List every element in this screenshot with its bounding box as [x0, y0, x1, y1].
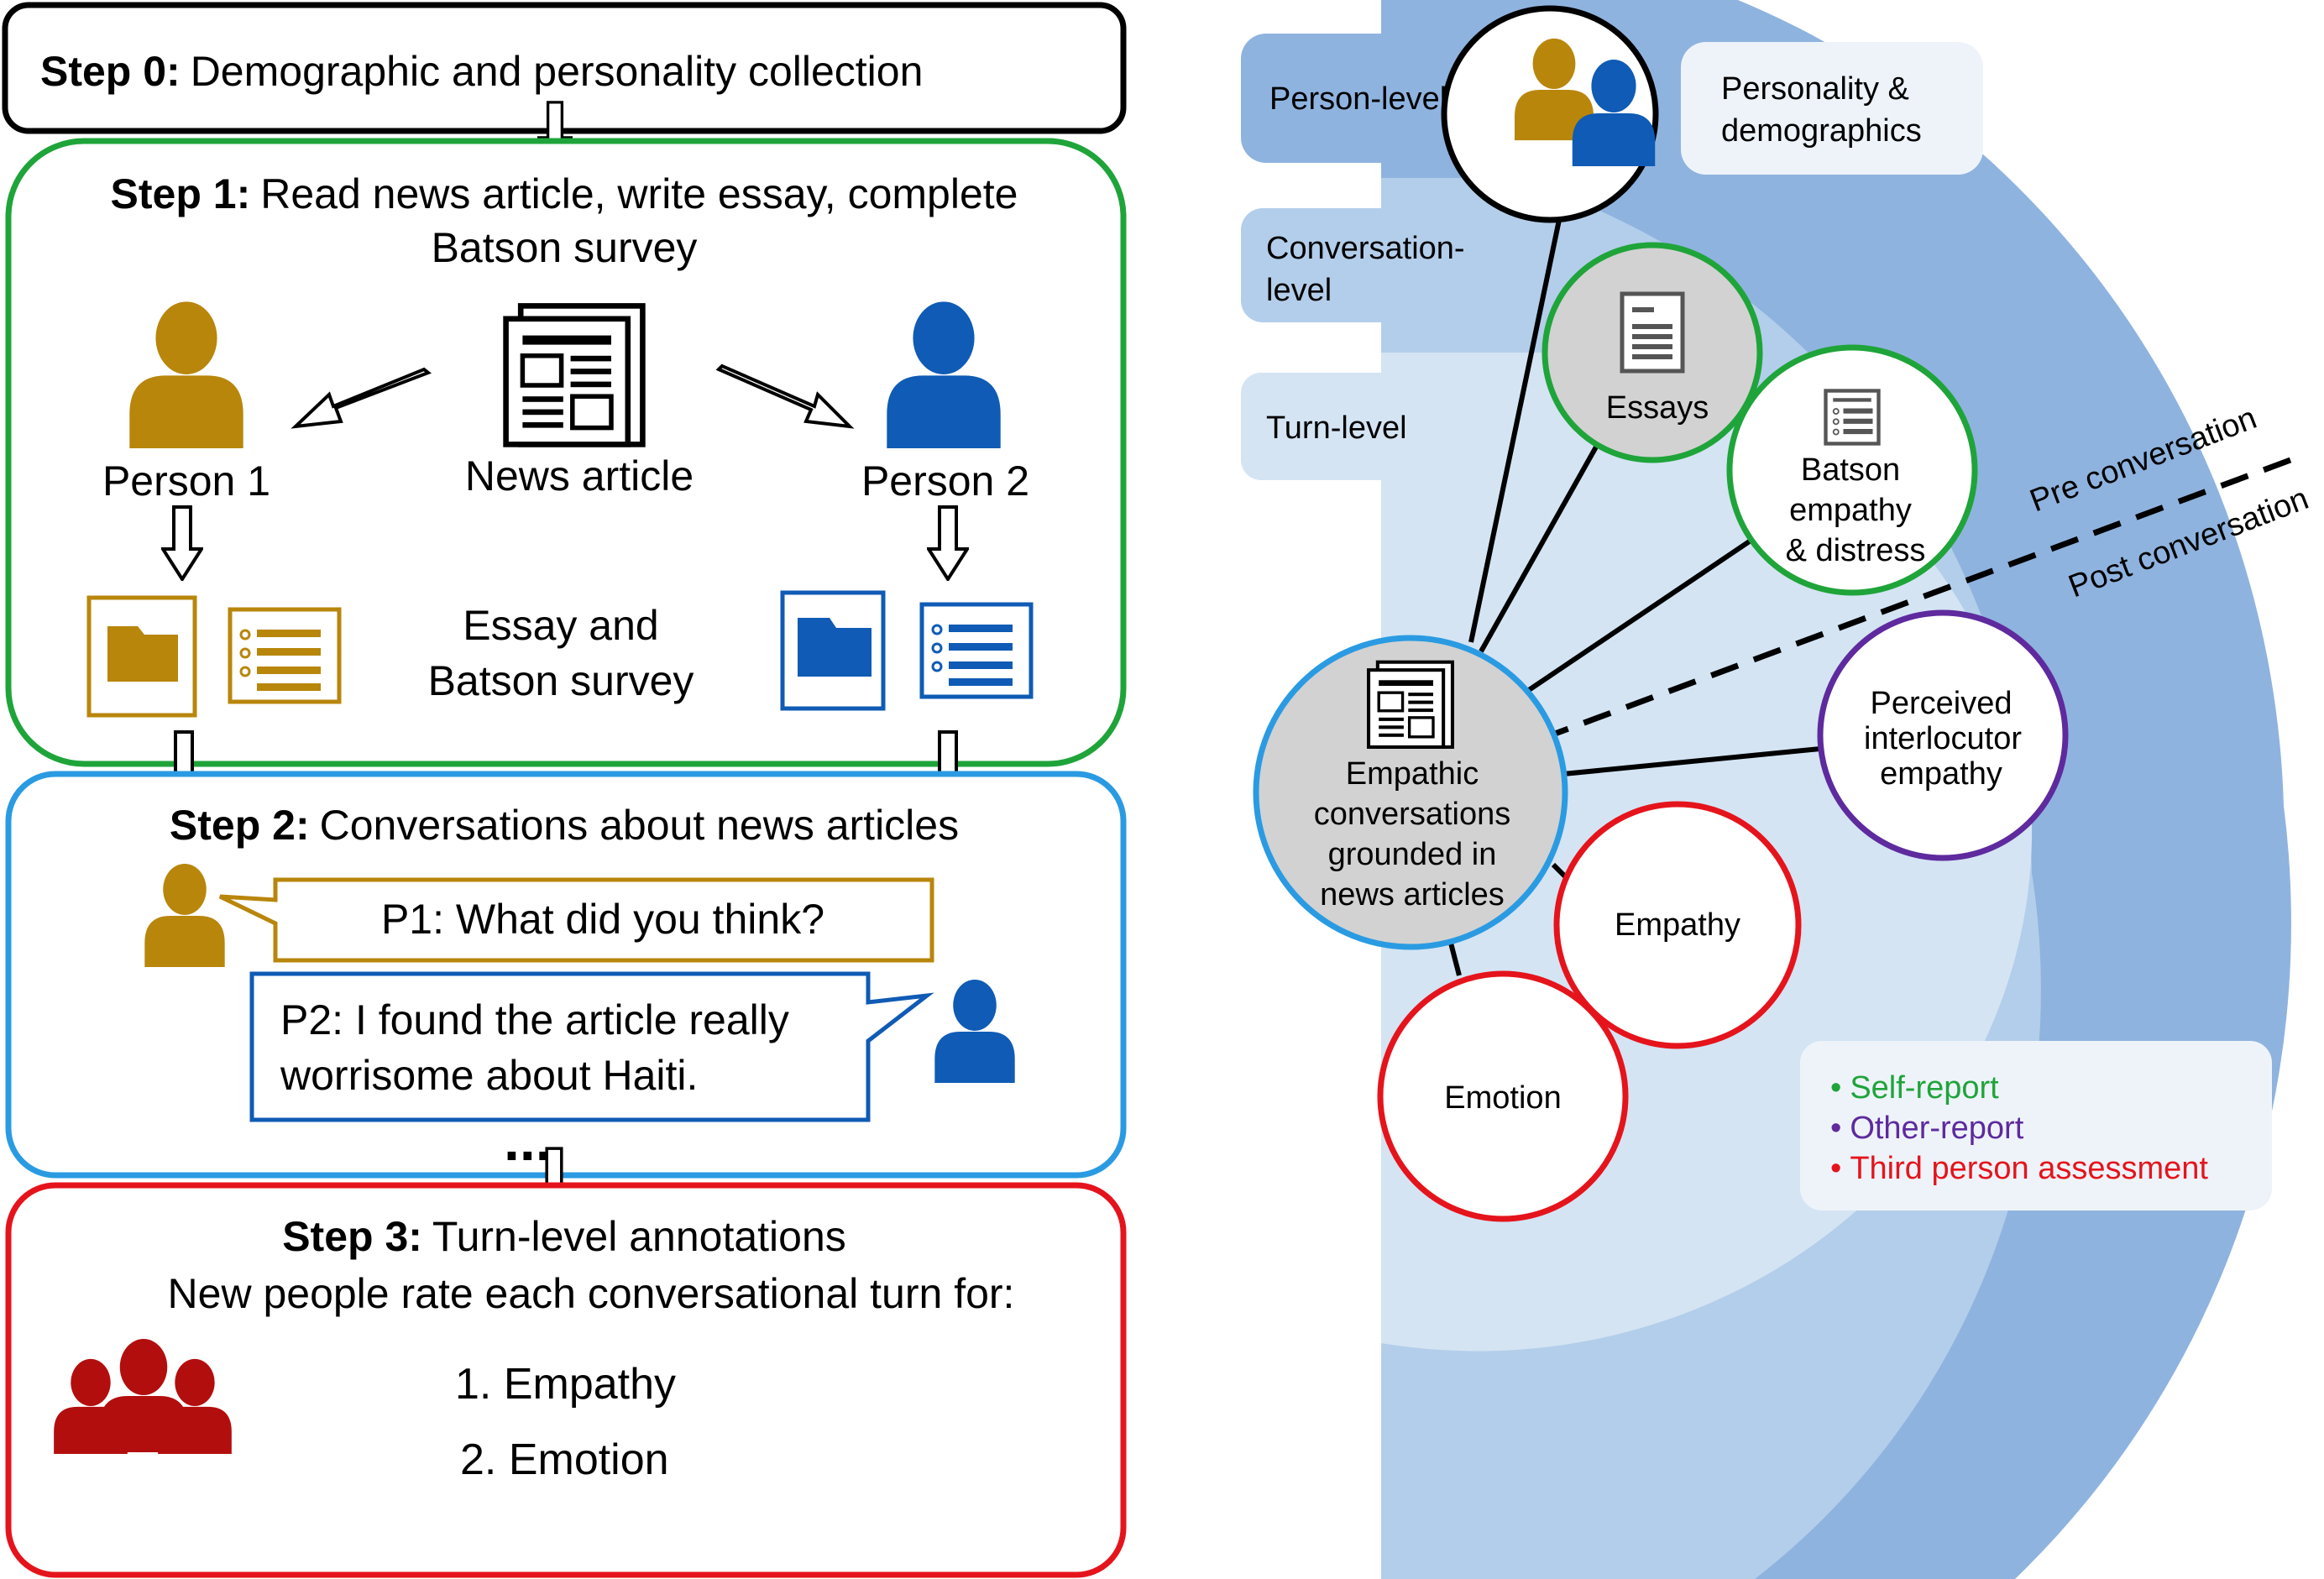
newspaper-icon — [1369, 662, 1452, 747]
perceived-label-line3: empathy — [1880, 756, 2002, 792]
node-essays: Essays — [1541, 242, 1763, 463]
node-personality — [1441, 5, 1659, 223]
step1-label: Step 1: — [111, 170, 251, 217]
node-batson: Batson empathy & distress — [1726, 344, 1978, 596]
step3-box: Step 3:Turn-level annotations New people… — [5, 1182, 1127, 1578]
survey-list-icon — [919, 602, 1034, 699]
folder-icon — [86, 595, 197, 718]
svg-text:•Other-report: • Other-report — [1830, 1111, 2024, 1146]
survey-list-icon — [1826, 391, 1879, 444]
bubble1-text: P1: What did you think? — [381, 896, 824, 943]
essay-label-line1: Essay and — [463, 602, 658, 649]
step0-label: Step 0: — [40, 48, 181, 95]
newspaper-icon — [506, 306, 643, 444]
step3-label: Step 3: — [282, 1213, 422, 1260]
node-emotion: Emotion — [1377, 970, 1629, 1222]
arrow-to-person1 — [290, 367, 432, 429]
essay-label-line2: Batson survey — [428, 657, 694, 704]
personality-label-line2: demographics — [1721, 113, 1922, 149]
speech-bubble-p1: P1: What did you think? — [218, 877, 934, 963]
step3-subtitle: New people rate each conversational turn… — [168, 1270, 1015, 1317]
step2-text: Conversations about news articles — [320, 802, 960, 849]
batson-label-line2: empathy — [1789, 493, 1912, 528]
step3-text: Turn-level annotations — [432, 1213, 846, 1260]
pre-post-divider — [1553, 457, 2292, 737]
step2-label: Step 2: — [170, 802, 310, 849]
emotion-label: Emotion — [1444, 1080, 1561, 1116]
legend-bullet: • — [1830, 1111, 1841, 1146]
level-conversation-line1: Conversation- — [1266, 231, 1465, 266]
essays-label: Essays — [1606, 390, 1709, 426]
svg-text:Step 0:Demographic and persona: Step 0:Demographic and personality colle… — [40, 48, 923, 95]
legend: •Self-report •Other-report •Third person… — [1800, 1041, 2272, 1210]
node-perceived-empathy: Perceived interlocutor empathy — [1817, 609, 2069, 861]
level-conversation-line2: level — [1266, 273, 1332, 308]
personality-label-box — [1681, 42, 1983, 175]
center-label-line3: grounded in — [1328, 837, 1497, 872]
speech-bubble-p2: P2: I found the article really worrisome… — [249, 971, 934, 1122]
document-icon — [1622, 294, 1683, 371]
step3-item1: 1. Empathy — [455, 1360, 676, 1409]
survey-list-icon — [228, 607, 342, 704]
batson-label-line1: Batson — [1801, 452, 1900, 488]
legend-bullet: • — [1830, 1070, 1841, 1106]
bubble2-text-line1: P2: I found the article really — [280, 996, 789, 1043]
perceived-label-line1: Perceived — [1871, 686, 2013, 721]
step1-box: Step 1:Read news article, write essay, c… — [5, 138, 1127, 767]
edges — [1445, 199, 1821, 976]
perceived-label-line2: interlocutor — [1864, 721, 2022, 756]
level-person: Person-level — [1269, 81, 1447, 117]
center-label-line4: news articles — [1320, 877, 1505, 912]
bubble2-text-line2: worrisome about Haiti. — [280, 1052, 698, 1099]
legend-bullet: • — [1830, 1151, 1841, 1186]
arrow-to-person2 — [715, 363, 855, 429]
step0-text: Demographic and personality collection — [191, 48, 924, 95]
step1-text-line1: Read news article, write essay, complete — [260, 170, 1018, 217]
empathy-label: Empathy — [1615, 907, 1740, 943]
step1-text-line2: Batson survey — [432, 224, 698, 271]
legend-third: Third person assessment — [1850, 1151, 2208, 1186]
svg-text:Step 1:Read news article, writ: Step 1:Read news article, write essay, c… — [111, 170, 1018, 217]
node-empathic-conversations: Empathic conversations grounded in news … — [1253, 635, 1568, 950]
svg-text:•Self-report: •Self-report — [1830, 1070, 1999, 1106]
legend-other: Other-report — [1850, 1111, 2023, 1146]
person2-label: Person 2 — [861, 457, 1029, 505]
news-article-label: News article — [465, 452, 694, 499]
node-empathy: Empathy — [1553, 801, 1802, 1049]
svg-text:•Third person assessment: • Third person assessment — [1830, 1151, 2208, 1186]
level-turn: Turn-level — [1266, 410, 1407, 446]
center-label-line1: Empathic — [1346, 756, 1479, 792]
step0-box: Step 0:Demographic and personality colle… — [2, 2, 1127, 134]
legend-self: Self-report — [1850, 1070, 1999, 1106]
person1-label: Person 1 — [102, 457, 270, 505]
folder-icon — [780, 590, 886, 711]
center-label-line2: conversations — [1314, 797, 1510, 832]
svg-text:Step 3:Turn-level annotations: Step 3:Turn-level annotations — [282, 1213, 846, 1260]
svg-text:Step 2:Conversations about new: Step 2:Conversations about news articles — [170, 802, 959, 849]
step2-box: Step 2:Conversations about news articles… — [5, 771, 1127, 1179]
personality-label-line1: Personality & — [1721, 71, 1909, 107]
ellipsis: ... — [504, 1109, 552, 1173]
batson-label-line3: & distress — [1786, 533, 1926, 568]
step3-item2: 2. Emotion — [460, 1435, 669, 1484]
